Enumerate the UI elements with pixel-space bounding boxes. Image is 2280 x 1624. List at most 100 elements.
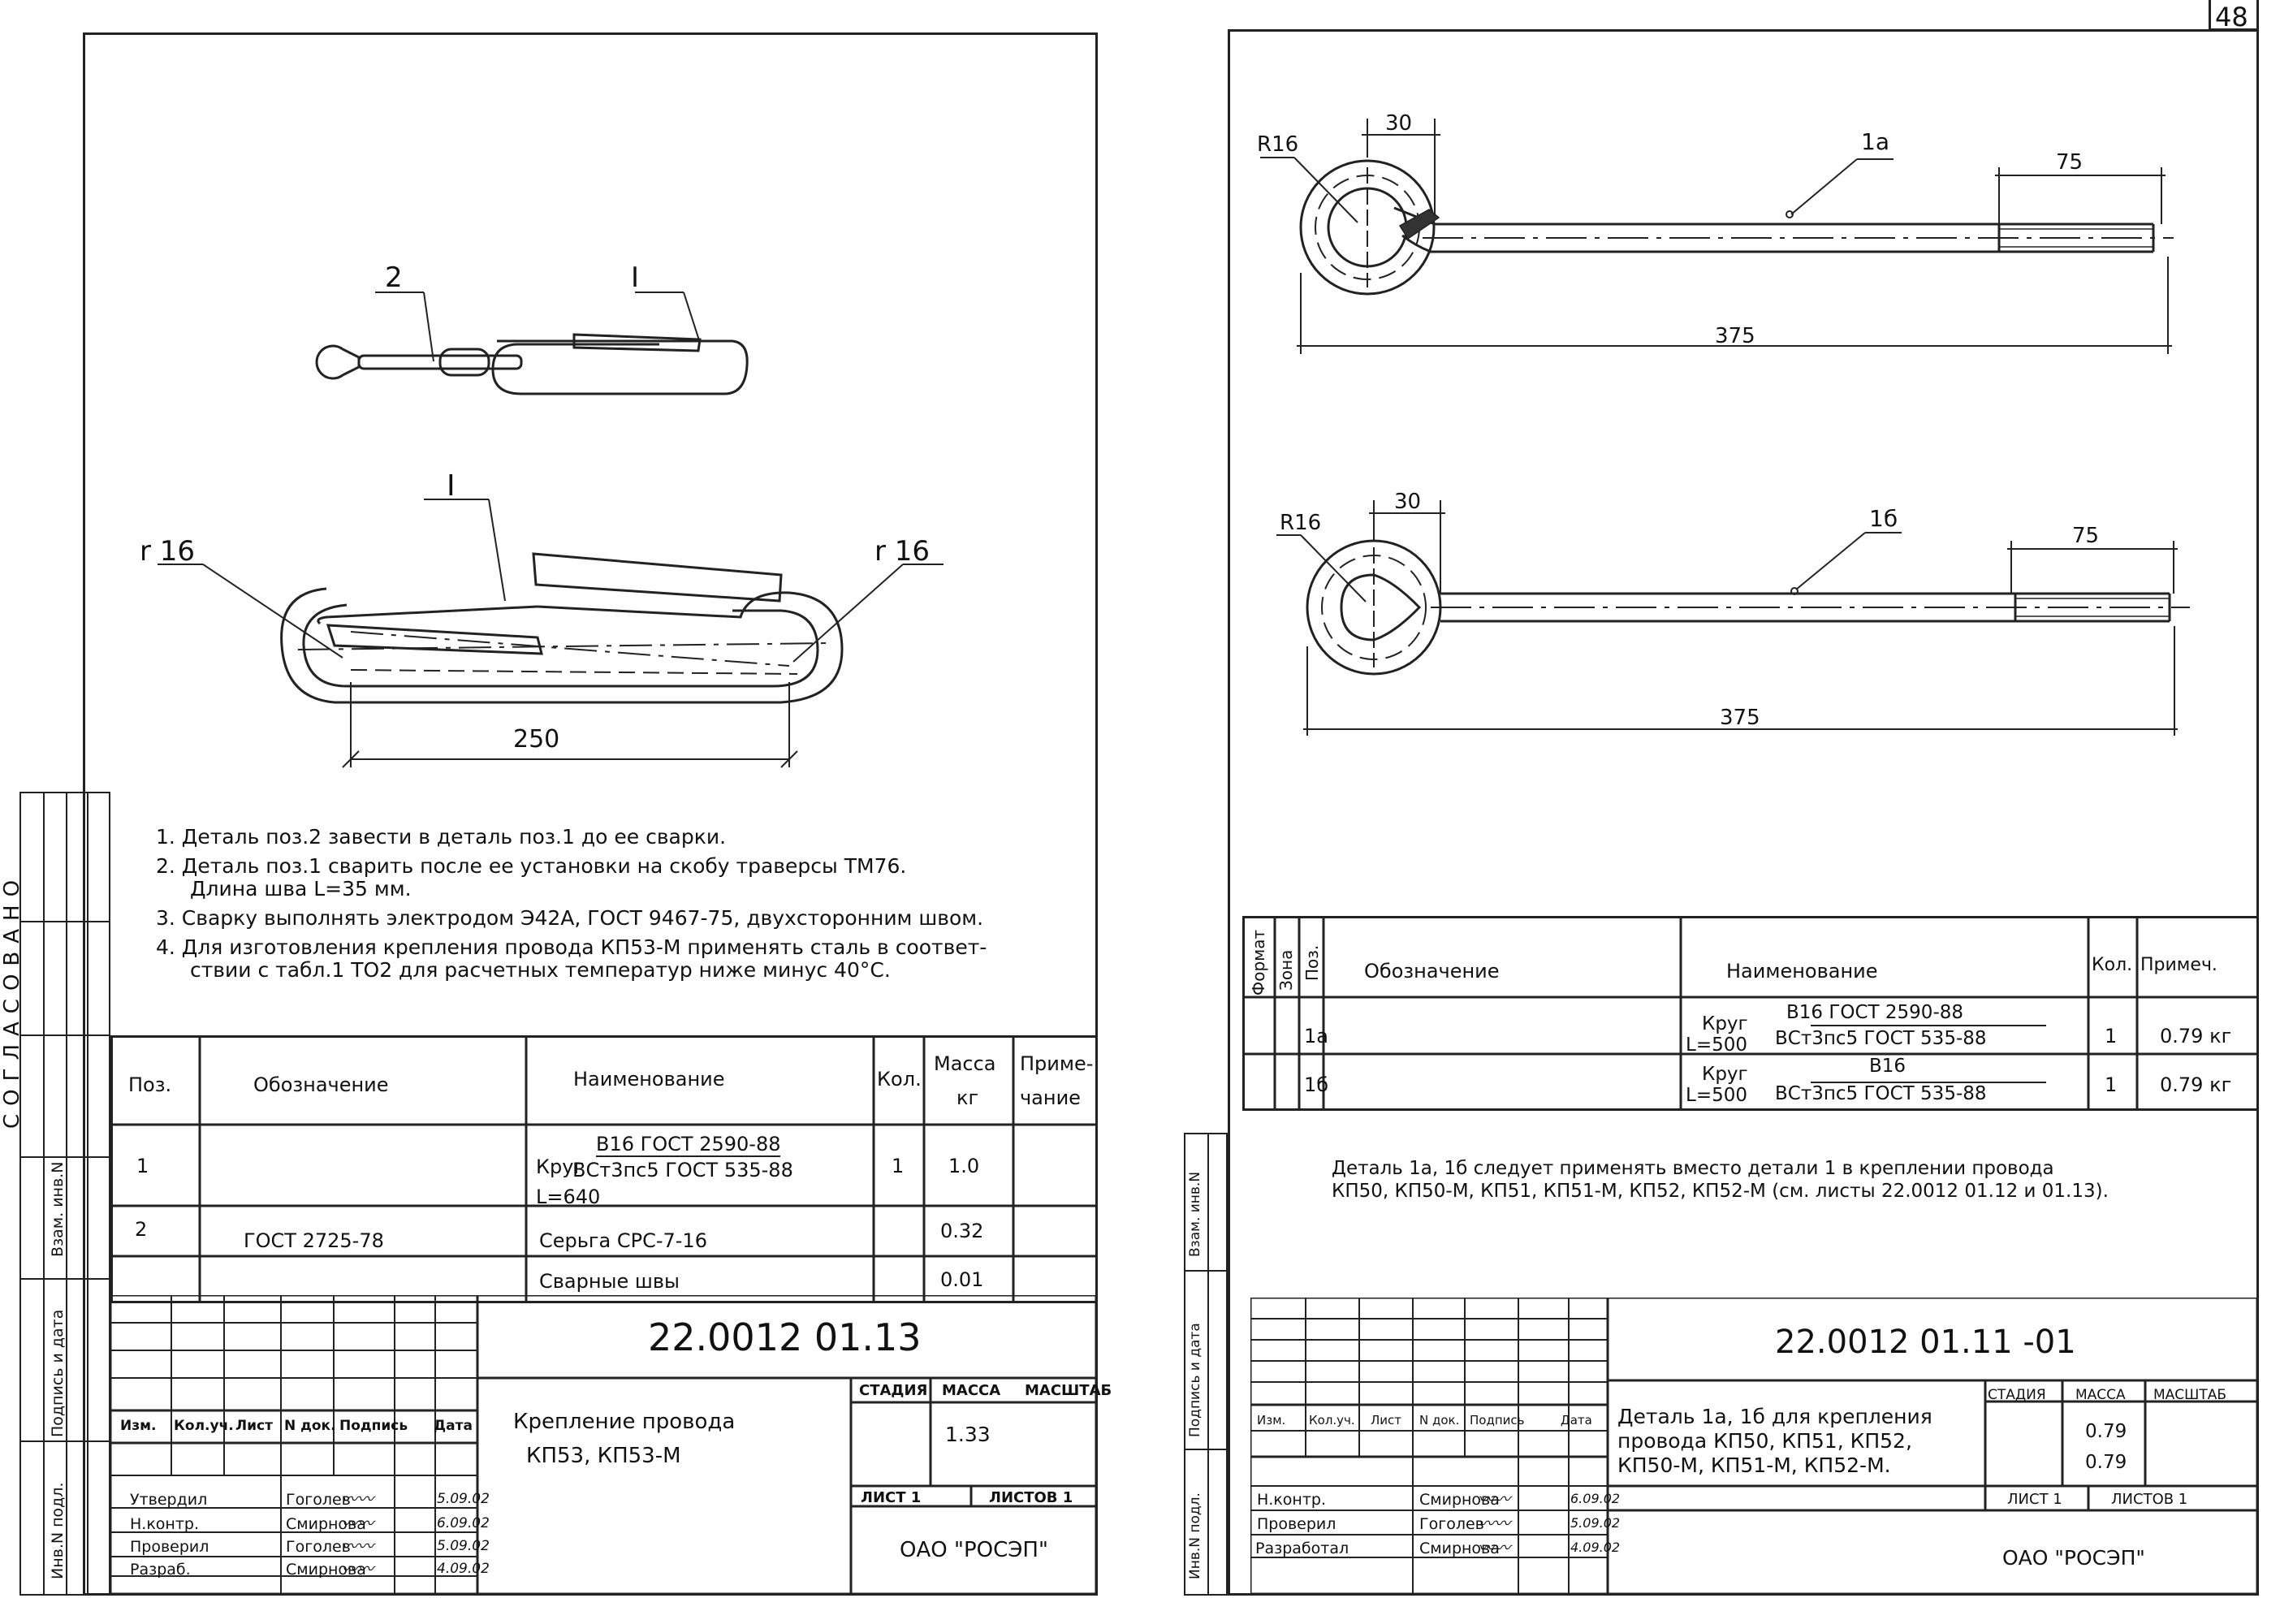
right-person-name-2: Гоголев	[1419, 1515, 1484, 1533]
right-stage-label: СТАДИЯ	[1988, 1387, 2046, 1403]
right-title-line2: провода КП50, КП51, КП52,	[1617, 1429, 1912, 1453]
page-number-box	[2209, 0, 2259, 31]
left-spec-header-mass: Масса	[934, 1052, 996, 1075]
left-sheets-label: ЛИСТОВ 1	[989, 1489, 1073, 1506]
left-spec-header-pos: Поз.	[128, 1073, 172, 1096]
right-sheets-label: ЛИСТОВ 1	[2111, 1491, 2188, 1508]
detail-1b-radius: R16	[1280, 511, 1321, 535]
right-spec-header-qty: Кол.	[2092, 955, 2133, 975]
left-person-date-4: 4.09.02	[437, 1561, 490, 1577]
left-spec-row1-name-extra: L=640	[536, 1186, 601, 1208]
left-spec-header-designation: Обозначение	[253, 1073, 389, 1096]
left-spec-row3-mass: 0.01	[940, 1268, 984, 1291]
left-person-name-3: Гоголев	[286, 1538, 351, 1556]
note-4: 4. Для изготовления крепления провода КП…	[156, 935, 987, 959]
right-side-label-inventory: Инв.N подл.	[1187, 1492, 1203, 1579]
right-mass-value-1: 0.79	[2085, 1421, 2127, 1442]
left-person-name-1: Гоголев	[286, 1491, 351, 1509]
detail-1a-dim-total: 375	[1715, 324, 1755, 348]
left-spec-header-name: Наименование	[573, 1068, 725, 1091]
right-spec-row1-pos: 1а	[1304, 1025, 1328, 1047]
page-number: 48	[2215, 2, 2248, 32]
archive-stamp: СОГЛАСОВАНО	[0, 871, 24, 1129]
left-side-label-replace: Взам. инв.N	[49, 1161, 67, 1257]
top-view-label-1: I	[631, 261, 639, 294]
detail-1a-radius: R16	[1257, 132, 1298, 157]
right-spec-row2-qty: 1	[2105, 1073, 2118, 1096]
left-person-role-3: Проверил	[130, 1538, 209, 1556]
right-mass-label: МАССА	[2075, 1387, 2126, 1403]
detail-1a-label: 1а	[1861, 128, 1889, 155]
left-spec-row1-qty: 1	[892, 1155, 905, 1177]
left-person-date-2: 6.09.02	[437, 1515, 490, 1531]
note-2: 2. Деталь поз.1 сварить после ее установ…	[156, 854, 907, 878]
left-person-role-2: Н.контр.	[130, 1515, 200, 1533]
right-spec-row2-note: 0.79 кг	[2160, 1073, 2232, 1096]
left-person-role-1: Утвердил	[130, 1491, 208, 1509]
left-title-block-lines	[110, 1295, 1098, 1596]
right-person-name-3: Смирнова	[1419, 1540, 1500, 1557]
left-stage-label: СТАДИЯ	[859, 1382, 928, 1399]
right-tb-col-ndoc: N док.	[1419, 1413, 1460, 1427]
detail-1b-label: 1б	[1869, 505, 1898, 532]
right-person-date-2: 5.09.02	[1570, 1515, 1621, 1531]
right-sheet-label: ЛИСТ 1	[2007, 1491, 2062, 1508]
left-spec-header-note2: чание	[1020, 1086, 1081, 1109]
left-spec-header-qty: Кол.	[877, 1068, 922, 1091]
left-spec-row1-name-top: В16 ГОСТ 2590-88	[596, 1133, 781, 1157]
left-side-band-lines	[19, 792, 110, 1596]
left-tb-col-date: Дата	[434, 1418, 473, 1434]
right-note-line2: КП50, КП50-М, КП51, КП51-М, КП52, КП52-М…	[1332, 1181, 2109, 1202]
right-spec-header-designation: Обозначение	[1364, 960, 1500, 983]
note-4-cont: ствии с табл.1 ТО2 для расчетных темпера…	[190, 958, 891, 982]
right-person-role-1: Н.контр.	[1257, 1491, 1327, 1509]
left-spec-row2-pos: 2	[135, 1218, 148, 1241]
left-signature-2: 〰〰	[341, 1514, 374, 1533]
right-spec-row1-bottom: ВСт3пс5 ГОСТ 535-88	[1775, 1028, 1987, 1049]
right-scale-label: МАСШТАБ	[2153, 1387, 2227, 1403]
right-spec-row1-length: L=500	[1686, 1034, 1747, 1056]
left-mass-value: 1.33	[945, 1423, 991, 1446]
right-spec-header-name: Наименование	[1726, 960, 1878, 983]
detail-1a-drawing	[1260, 119, 2174, 354]
left-spec-header-note: Приме-	[1020, 1052, 1094, 1075]
left-title-line1: Крепление провода	[513, 1410, 736, 1434]
left-side-label-inventory: Инв.N подл.	[49, 1482, 67, 1580]
left-sheet-label: ЛИСТ 1	[861, 1489, 922, 1506]
right-org: ОАО "РОСЭП"	[2002, 1546, 2145, 1570]
right-signature-3: 〰〰	[1478, 1538, 1510, 1557]
left-spec-row3-name: Сварные швы	[539, 1270, 680, 1293]
right-person-date-3: 4.09.02	[1570, 1540, 1621, 1555]
right-spec-row1-note: 0.79 кг	[2160, 1025, 2232, 1047]
main-view	[158, 499, 944, 768]
main-view-radius-left: r 16	[140, 535, 195, 568]
detail-1b-dim-thread: 75	[2072, 524, 2099, 548]
right-spec-row1-prefix: Круг	[1702, 1013, 1748, 1034]
detail-1a-dim-top: 30	[1385, 111, 1412, 136]
left-mass-label: МАССА	[942, 1382, 1001, 1399]
right-tb-col-date: Дата	[1561, 1413, 1592, 1427]
note-2-cont: Длина шва L=35 мм.	[190, 877, 412, 901]
left-spec-row1-name-bottom: ВСт3пс5 ГОСТ 535-88	[572, 1159, 793, 1181]
left-org: ОАО "РОСЭП"	[900, 1538, 1048, 1562]
right-tb-col-izm: Изм.	[1257, 1413, 1286, 1427]
right-side-label-signature: Подпись и дата	[1187, 1323, 1203, 1437]
left-person-name-2: Смирнова	[286, 1515, 366, 1533]
left-spec-header-mass-unit: кг	[956, 1086, 979, 1109]
right-spec-header-pos: Поз.	[1302, 944, 1322, 981]
left-title-line2: КП53, КП53-М	[526, 1444, 681, 1468]
left-tb-col-kol: Кол.уч.	[174, 1418, 234, 1434]
left-spec-row2-name: Серьга СРС-7-16	[539, 1229, 707, 1252]
right-spec-row2-top: В16	[1869, 1056, 1906, 1077]
left-scale-label: МАСШТАБ	[1025, 1382, 1112, 1399]
right-title-line3: КП50-М, КП51-М, КП52-М.	[1617, 1453, 1891, 1477]
right-spec-row2-bottom: ВСт3пс5 ГОСТ 535-88	[1775, 1083, 1987, 1104]
right-person-name-1: Смирнова	[1419, 1491, 1500, 1509]
right-person-role-3: Разработал	[1255, 1540, 1349, 1557]
right-spec-header-note: Примеч.	[2140, 955, 2217, 975]
right-tb-col-sign: Подпись	[1470, 1413, 1525, 1427]
left-spec-row2-mass: 0.32	[940, 1220, 984, 1242]
right-signature-2: 〰〰	[1478, 1514, 1510, 1533]
right-title-code: 22.0012 01.11 -01	[1775, 1324, 2076, 1361]
left-person-date-3: 5.09.02	[437, 1538, 490, 1554]
